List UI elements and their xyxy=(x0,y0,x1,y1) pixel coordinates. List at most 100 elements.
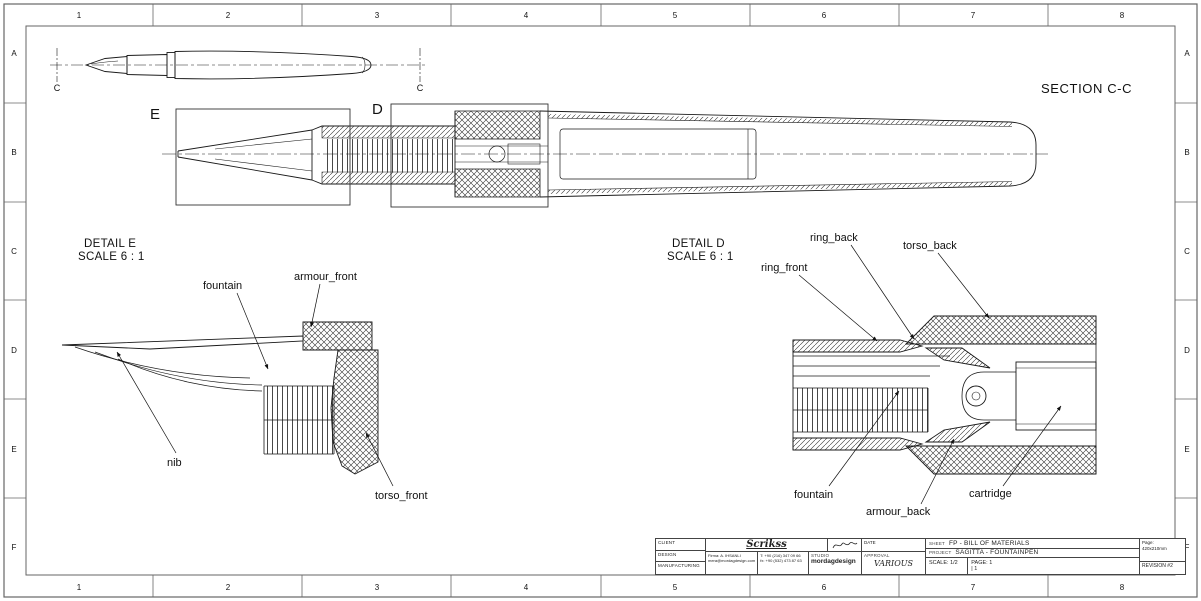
part-label-cartridge: cartridge xyxy=(969,488,1012,500)
contact-cell: Firma: A. IHSANLI mera@mordagdesign.com xyxy=(706,552,759,574)
title-block-project-column: SHEET FP - BILL OF MATERIALS PROJECT SAG… xyxy=(926,539,1140,574)
grid-row-label: C xyxy=(11,247,17,256)
manufacturing-label: MANUFACTURING xyxy=(658,563,700,569)
title-block-brand-column: Scrikss Firma: A. IHSANLI mera@mordagdes… xyxy=(706,539,862,574)
grid-col-label: 6 xyxy=(822,11,827,20)
sheet-value: FP - BILL OF MATERIALS xyxy=(949,539,1030,547)
part-label-armour-front: armour_front xyxy=(294,271,357,283)
grid-col-label: 4 xyxy=(524,583,529,592)
approval-label: APPROVAL xyxy=(864,553,890,558)
signature-scribble xyxy=(827,539,861,551)
part-label-fountain: fountain xyxy=(203,280,242,292)
part-label-nib: nib xyxy=(167,457,182,469)
detail-d-title: DETAIL D xyxy=(672,238,725,250)
scale-value: SCALE: 1/2 xyxy=(926,558,969,574)
ring-front-part xyxy=(792,339,924,353)
grid-col-label: 2 xyxy=(226,11,231,20)
section-title: SECTION C-C xyxy=(1041,81,1132,96)
armour-back-part xyxy=(924,347,991,369)
client-label: CLIENT xyxy=(656,539,705,551)
sheet-label: SHEET xyxy=(929,540,946,546)
grid-col-label: 3 xyxy=(375,583,380,592)
detail-e-title: DETAIL E xyxy=(84,238,136,250)
contact-firm: Firma: A. IHSANLI xyxy=(708,553,741,558)
grid-row-label: C xyxy=(1184,247,1190,256)
sheet-frame xyxy=(3,3,1198,598)
grid-col-label: 1 xyxy=(77,583,82,592)
grid-row-label: D xyxy=(11,346,17,355)
detail-marker-d: D xyxy=(372,101,383,118)
studio-cell: STUDIO mordagdesign xyxy=(809,552,861,574)
design-label: DESIGN xyxy=(656,551,705,563)
part-label-torso-back: torso_back xyxy=(903,240,957,252)
detail-d-scale: SCALE 6 : 1 xyxy=(667,251,734,263)
pen-overview-drawing xyxy=(50,48,428,82)
detail-boxes xyxy=(175,103,549,208)
section-view-drawing xyxy=(162,110,1048,198)
grid-col-label: 5 xyxy=(673,11,678,20)
grid-col-label: 1 xyxy=(77,11,82,20)
grid-row-label: D xyxy=(1184,346,1190,355)
detail-box-d xyxy=(390,103,549,208)
detail-e-view: DETAIL E SCALE 6 : 1 fountain xyxy=(61,238,428,502)
part-label-torso-front: torso_front xyxy=(375,490,428,502)
paper-label: Page: xyxy=(1142,540,1154,545)
title-block: CLIENT DESIGN MANUFACTURING Scrikss Firm… xyxy=(655,538,1186,575)
title-block-format-column: Page: 420x210mm REVISION #2 xyxy=(1140,539,1185,574)
detail-box-e xyxy=(175,108,351,206)
contact-fax: fx: +90 (532) 473 87 63 xyxy=(760,558,802,563)
approval-cell: APPROVAL VARIOUS xyxy=(862,552,925,574)
detail-d-leaders xyxy=(798,244,1062,505)
nib-part xyxy=(61,335,304,350)
detail-d-view: DETAIL D SCALE 6 : 1 xyxy=(667,232,1097,518)
paper-cell: Page: 420x210mm xyxy=(1140,539,1185,563)
sheet-row: SHEET FP - BILL OF MATERIALS xyxy=(926,539,1139,549)
cartridge-part xyxy=(1015,361,1097,431)
grid-col-label: 5 xyxy=(673,583,678,592)
grid-references: 1 2 3 4 5 6 7 8 1 2 3 4 5 6 7 8 A B C D … xyxy=(11,11,1190,592)
detail-d-drawing xyxy=(792,315,1097,475)
part-label-armour-back: armour_back xyxy=(866,506,931,518)
contact-phone: T: +90 (216) 347 09 66 xyxy=(760,553,801,558)
part-label-fountain: fountain xyxy=(794,489,833,501)
part-label-ring-back: ring_back xyxy=(810,232,858,244)
date-label: DATE xyxy=(862,539,925,552)
page-value: PAGE: 1 | 1 xyxy=(971,560,993,572)
grid-col-label: 7 xyxy=(971,583,976,592)
grid-col-label: 8 xyxy=(1120,11,1125,20)
title-block-date-column: DATE APPROVAL VARIOUS xyxy=(862,539,926,574)
scale-page-row: SCALE: 1/2 PAGE: 1 | 1 xyxy=(926,558,1139,574)
grid-col-label: 6 xyxy=(822,583,827,592)
grid-row-label: F xyxy=(1185,543,1190,552)
revision-badge: REVISION #2 xyxy=(1142,563,1173,570)
grid-row-label: E xyxy=(1184,445,1189,454)
detail-e-scale: SCALE 6 : 1 xyxy=(78,251,145,263)
grid-row-label: B xyxy=(1184,148,1189,157)
detail-e-labels: fountain armour_front nib torso_front xyxy=(167,271,428,502)
signature-icon xyxy=(832,542,857,549)
project-row: PROJECT SAGITTA - FOUNTAINPEN xyxy=(926,549,1139,558)
detail-marker-e: E xyxy=(150,106,160,123)
cartridge-in-section xyxy=(559,128,757,180)
frame-ticks xyxy=(4,4,1197,597)
feed-comb-fins xyxy=(324,139,454,172)
detail-e-drawing xyxy=(61,321,379,475)
grid-row-label: F xyxy=(12,543,17,552)
grid-row-label: B xyxy=(11,148,16,157)
detail-d-labels: ring_back torso_back ring_front fountain… xyxy=(761,232,1012,518)
cut-plane-label-left: C xyxy=(54,83,61,93)
paper-size: 420x210mm xyxy=(1142,545,1167,551)
brand-logo: Scrikss xyxy=(746,539,787,550)
project-label: PROJECT xyxy=(929,550,952,556)
pen-body-outline xyxy=(174,50,372,80)
torso-front-part xyxy=(330,349,379,475)
contact-cell: T: +90 (216) 347 09 66 fx: +90 (532) 473… xyxy=(758,552,809,574)
grid-col-label: 3 xyxy=(375,11,380,20)
armour-front-part xyxy=(302,321,373,351)
grid-col-label: 7 xyxy=(971,11,976,20)
detail-e-leaders xyxy=(116,283,394,487)
grid-row-label: A xyxy=(11,49,17,58)
studio-label: STUDIO xyxy=(811,553,830,558)
grid-col-label: 8 xyxy=(1120,583,1125,592)
